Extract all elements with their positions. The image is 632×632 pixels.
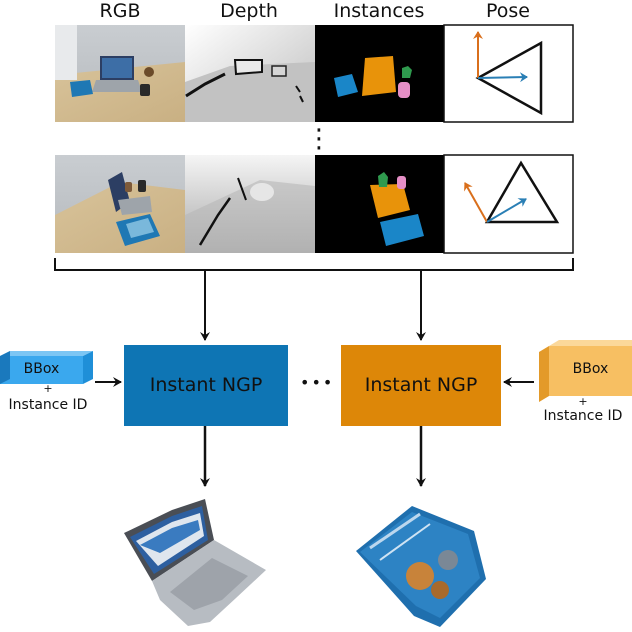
instance-id-left: Instance ID (8, 397, 88, 413)
bbox-cube-right (539, 340, 632, 402)
pose-frame-1 (443, 24, 574, 123)
column-label-instances: Instances (333, 0, 425, 22)
rgb-frame-1 (55, 25, 185, 122)
plus-left: + (43, 382, 53, 395)
pose-frame-2 (443, 154, 574, 254)
plus-right: + (578, 395, 588, 408)
book-reconstruction (356, 506, 486, 627)
bbox-cube-left (0, 351, 93, 384)
vertical-ellipsis: ⋮ (306, 124, 334, 154)
instances-frame-1 (315, 25, 445, 122)
instant-ngp-label-right: Instant NGP (364, 374, 478, 396)
bbox-label-right: BBox (572, 361, 609, 377)
instant-ngp-label-left: Instant NGP (149, 374, 263, 396)
depth-frame-2 (185, 155, 315, 253)
column-label-pose: Pose (486, 0, 530, 22)
group-bracket (54, 258, 574, 271)
instant-ngp-box-right (341, 345, 501, 426)
horizontal-ellipsis: ••• (300, 373, 335, 392)
column-label-depth: Depth (220, 0, 278, 22)
instant-ngp-box-left (124, 345, 288, 426)
bbox-label-left: BBox (23, 361, 60, 377)
laptop-reconstruction (124, 499, 266, 626)
depth-frame-1 (185, 25, 315, 122)
rgb-frame-2 (55, 155, 185, 253)
instances-frame-2 (315, 155, 445, 253)
column-label-rgb: RGB (99, 0, 141, 22)
instance-id-right: Instance ID (543, 408, 623, 424)
